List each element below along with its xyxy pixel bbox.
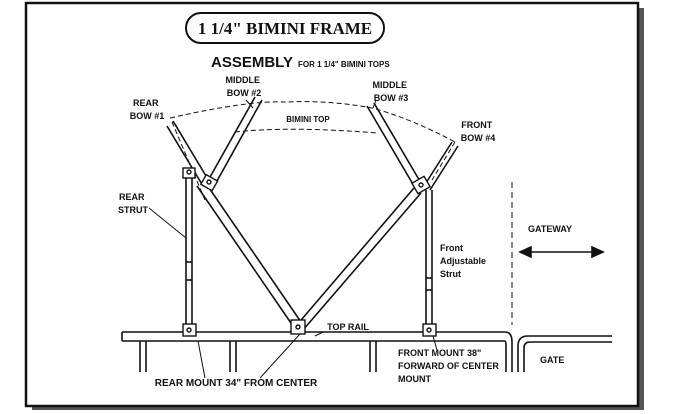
label-front-strut: Front Adjustable Strut xyxy=(440,243,489,279)
assembly-heading: ASSEMBLY xyxy=(211,54,293,71)
diagram-title: 1 1/4" BIMINI FRAME xyxy=(198,19,372,38)
label-middle-bow-3: MIDDLE BOW #3 xyxy=(372,80,409,103)
label-rear-strut: REAR STRUT xyxy=(118,192,148,215)
fittings xyxy=(182,167,432,195)
leader-lines xyxy=(148,99,438,379)
title-box xyxy=(185,12,385,44)
middle-bow-3 xyxy=(295,102,422,331)
label-rear-mount: REAR MOUNT 34" FROM CENTER xyxy=(155,378,318,389)
gateway-arrow-icon xyxy=(518,245,605,259)
assembly-subheading: FOR 1 1/4" BIMINI TOPS xyxy=(298,60,390,69)
rear-bow-1 xyxy=(166,120,210,187)
mounts xyxy=(182,319,437,337)
label-top-rail: TOP RAIL xyxy=(327,322,369,332)
gate-post xyxy=(517,335,612,372)
middle-bow-2 xyxy=(196,96,302,327)
front-strut xyxy=(425,190,433,330)
label-gate: GATE xyxy=(540,355,564,365)
label-rear-bow: REAR BOW #1 xyxy=(130,98,165,121)
label-middle-bow-2: MIDDLE BOW #2 xyxy=(225,75,262,98)
rear-strut xyxy=(185,176,193,330)
label-front-mount: FRONT MOUNT 38" FORWARD OF CENTER MOUNT xyxy=(398,348,501,384)
label-gateway: GATEWAY xyxy=(528,224,572,234)
front-bow-4 xyxy=(423,141,459,191)
diagram-frame xyxy=(24,1,640,408)
label-bimini-top: BIMINI TOP xyxy=(286,115,330,124)
label-front-bow: FRONT BOW #4 xyxy=(461,120,496,143)
